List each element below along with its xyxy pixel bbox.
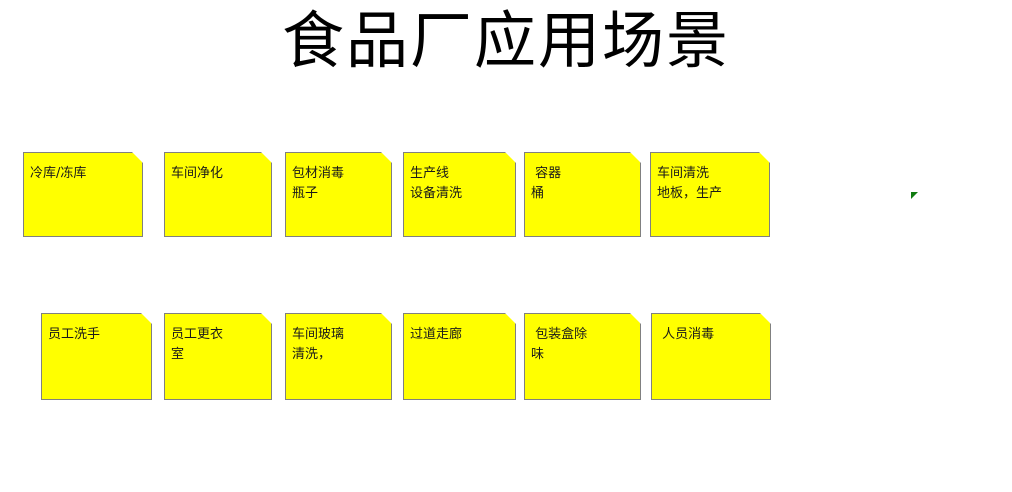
note-text: 包装盒除味: [525, 314, 640, 399]
note-text-line: 车间清洗: [657, 166, 710, 181]
note-text-line: 员工更衣: [171, 327, 224, 342]
green-corner-marker: [911, 192, 918, 199]
note-text-line: 包装盒除: [531, 327, 588, 342]
note-text-line: 瓶子: [292, 186, 319, 201]
note-text: 车间玻璃清洗，: [286, 314, 391, 399]
note-text: 冷库/冻库: [24, 153, 142, 236]
note-text-line: 容器: [531, 166, 562, 181]
note-personnel-sterilize[interactable]: 人员消毒: [651, 313, 771, 400]
note-aisle-corridor[interactable]: 过道走廊: [403, 313, 516, 400]
note-text: 过道走廊: [404, 314, 515, 399]
note-text-line: 车间玻璃: [292, 327, 345, 342]
note-text: 车间清洗地板，生产: [651, 153, 769, 236]
note-text: 员工更衣室: [165, 314, 271, 399]
note-container[interactable]: 容器桶: [524, 152, 641, 237]
note-text: 员工洗手: [42, 314, 151, 399]
note-text-line: 味: [531, 347, 545, 362]
note-staff-handwash[interactable]: 员工洗手: [41, 313, 152, 400]
note-text-line: 设备清洗: [410, 186, 463, 201]
note-staff-changeroom[interactable]: 员工更衣室: [164, 313, 272, 400]
note-text-line: 车间净化: [171, 166, 224, 181]
note-box-deodorize[interactable]: 包装盒除味: [524, 313, 641, 400]
note-text-line: 桶: [531, 186, 545, 201]
note-text-line: 地板，生产: [657, 186, 723, 201]
note-workshop-purify[interactable]: 车间净化: [164, 152, 272, 237]
note-text-line: 过道走廊: [410, 327, 463, 342]
note-workshop-glass[interactable]: 车间玻璃清洗，: [285, 313, 392, 400]
page-title: 食品厂应用场景: [281, 4, 730, 77]
note-workshop-wash[interactable]: 车间清洗地板，生产: [650, 152, 770, 237]
note-packaging-sterilize[interactable]: 包材消毒瓶子: [285, 152, 392, 237]
note-text: 人员消毒: [652, 314, 770, 399]
note-text-line: 员工洗手: [48, 327, 101, 342]
note-text-line: 冷库/冻库: [30, 166, 87, 181]
note-text-line: 包材消毒: [292, 166, 345, 181]
note-text-line: 人员消毒: [658, 327, 715, 342]
note-text-line: 生产线: [410, 166, 450, 181]
note-text: 容器桶: [525, 153, 640, 236]
note-text: 生产线设备清洗: [404, 153, 515, 236]
note-text: 包材消毒瓶子: [286, 153, 391, 236]
note-production-line[interactable]: 生产线设备清洗: [403, 152, 516, 237]
note-text: 车间净化: [165, 153, 271, 236]
note-text-line: 清洗，: [292, 347, 332, 362]
note-cold-storage[interactable]: 冷库/冻库: [23, 152, 143, 237]
note-text-line: 室: [171, 347, 185, 362]
